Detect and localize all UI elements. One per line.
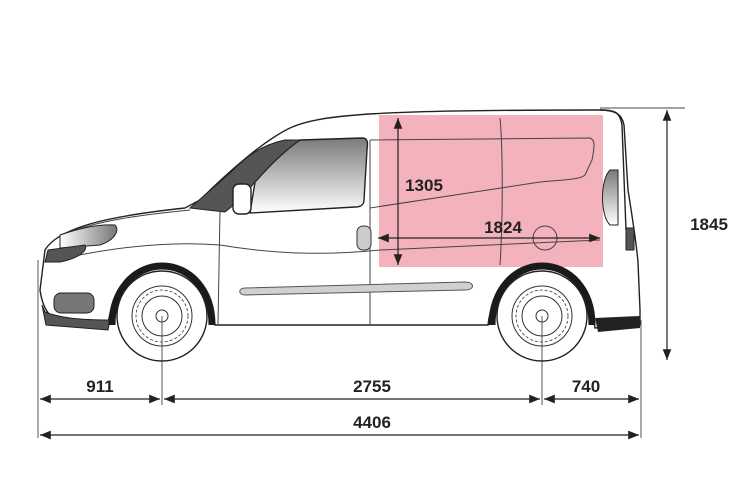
side-mirror-icon bbox=[232, 183, 252, 215]
a-pillar bbox=[188, 139, 302, 213]
overall-length-label: 4406 bbox=[353, 413, 391, 432]
rear-bumper bbox=[595, 316, 640, 332]
extension-lines bbox=[37, 107, 685, 438]
overall-height-label: 1845 bbox=[690, 215, 728, 234]
fog-light bbox=[53, 292, 95, 314]
cargo-length-label: 1824 bbox=[484, 218, 522, 237]
cargo-height-label: 1305 bbox=[405, 176, 443, 195]
wheelbase-label: 2755 bbox=[353, 377, 391, 396]
rear-overhang-label: 740 bbox=[572, 377, 600, 396]
side-trim-strip bbox=[239, 281, 473, 296]
front-overhang-label: 911 bbox=[86, 377, 113, 396]
dimension-lines bbox=[40, 110, 672, 440]
front-wheel-arch bbox=[108, 262, 216, 326]
door-handle-icon bbox=[356, 225, 372, 251]
rear-lamp bbox=[625, 227, 635, 251]
front-grille bbox=[44, 244, 87, 263]
rear-wheel-arch bbox=[488, 262, 596, 326]
rear-light bbox=[602, 169, 619, 226]
rear-roof-edge bbox=[599, 109, 627, 231]
headlight bbox=[59, 224, 118, 249]
